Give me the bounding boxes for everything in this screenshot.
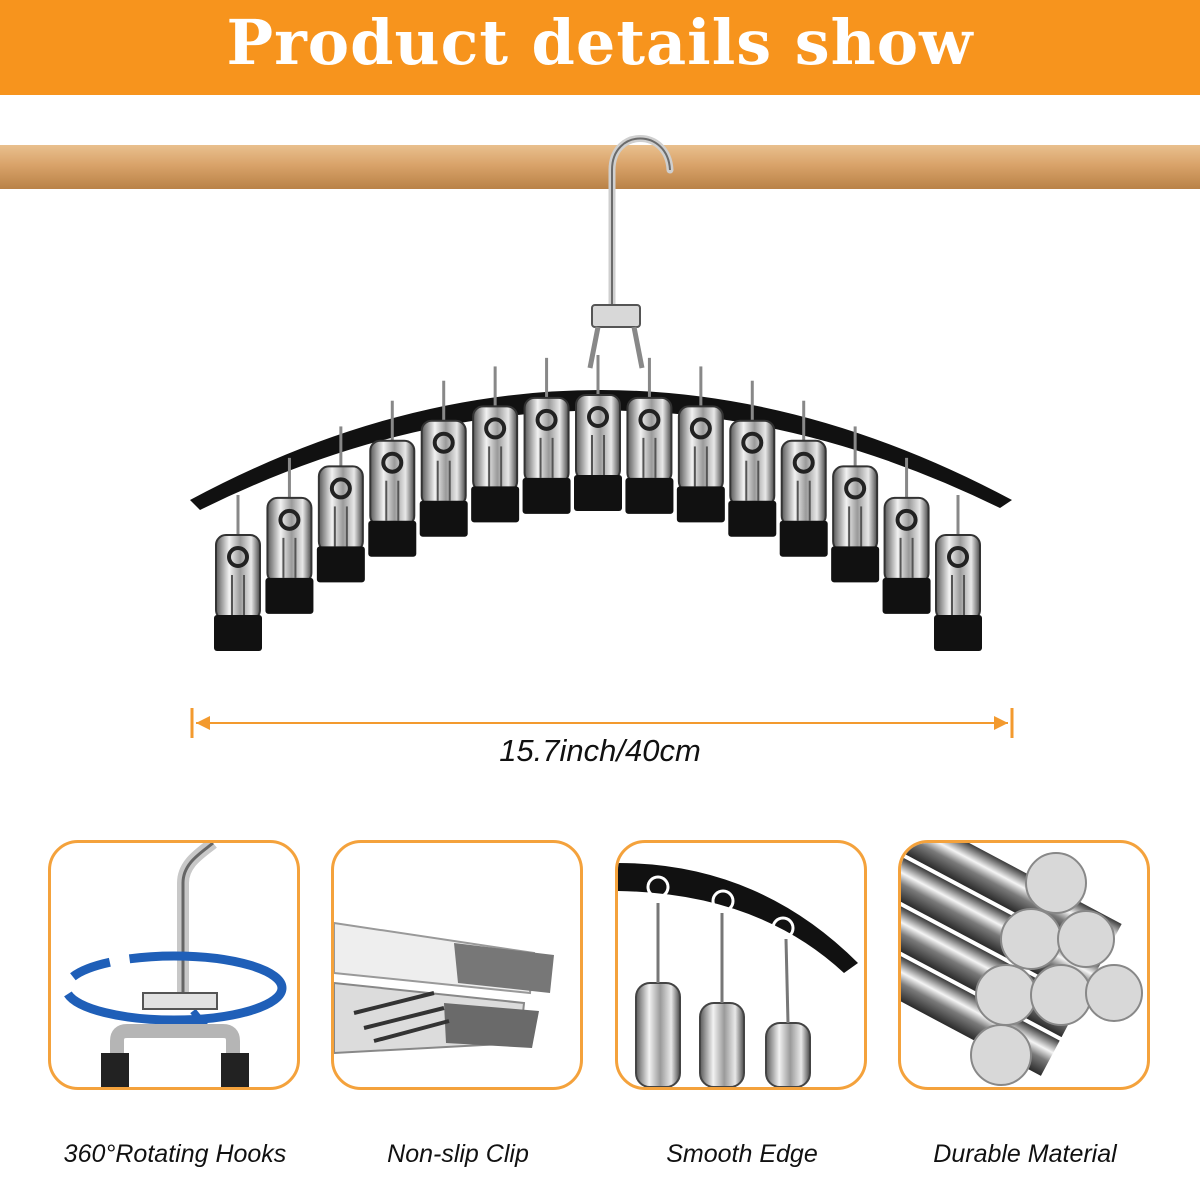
clip xyxy=(831,426,880,583)
clip xyxy=(522,357,571,514)
caption-durable-material: Durable Material xyxy=(933,1140,1117,1168)
detail-card-non-slip-clip xyxy=(331,840,583,1090)
title-banner: Product details show xyxy=(0,0,1200,95)
steel-rods-icon xyxy=(901,843,1143,1086)
clip xyxy=(316,426,365,583)
clip xyxy=(419,380,468,537)
detail-card-rotating-hooks xyxy=(48,840,300,1090)
dimension-arrow xyxy=(190,708,1014,738)
clip xyxy=(574,355,622,511)
non-slip-clip-icon xyxy=(334,921,554,1055)
caption-rotating-hooks: 360°Rotating Hooks xyxy=(63,1140,287,1168)
clip xyxy=(779,400,828,557)
detail-card-smooth-edge xyxy=(615,840,867,1090)
hanger-bar xyxy=(190,390,1012,510)
swivel-joint xyxy=(591,304,641,328)
wooden-rod xyxy=(0,145,1200,189)
caption-smooth-edge: Smooth Edge xyxy=(666,1140,818,1168)
clip xyxy=(728,380,777,537)
smooth-edge-icon xyxy=(618,863,858,1087)
dimension-label: 15.7inch/40cm xyxy=(499,733,701,768)
clip xyxy=(471,366,520,523)
clip xyxy=(214,495,262,651)
clip xyxy=(934,495,982,651)
clip xyxy=(265,457,314,614)
clip xyxy=(882,457,931,614)
clip-row xyxy=(214,355,982,651)
caption-non-slip-clip: Non-slip Clip xyxy=(387,1140,529,1168)
rotating-hook-icon xyxy=(61,843,287,1087)
hanger-illustration xyxy=(0,135,1200,738)
clip xyxy=(625,357,674,514)
clip xyxy=(368,400,417,557)
clip xyxy=(676,366,725,523)
detail-card-durable-material xyxy=(898,840,1150,1090)
banner-title: Product details show xyxy=(226,6,974,79)
